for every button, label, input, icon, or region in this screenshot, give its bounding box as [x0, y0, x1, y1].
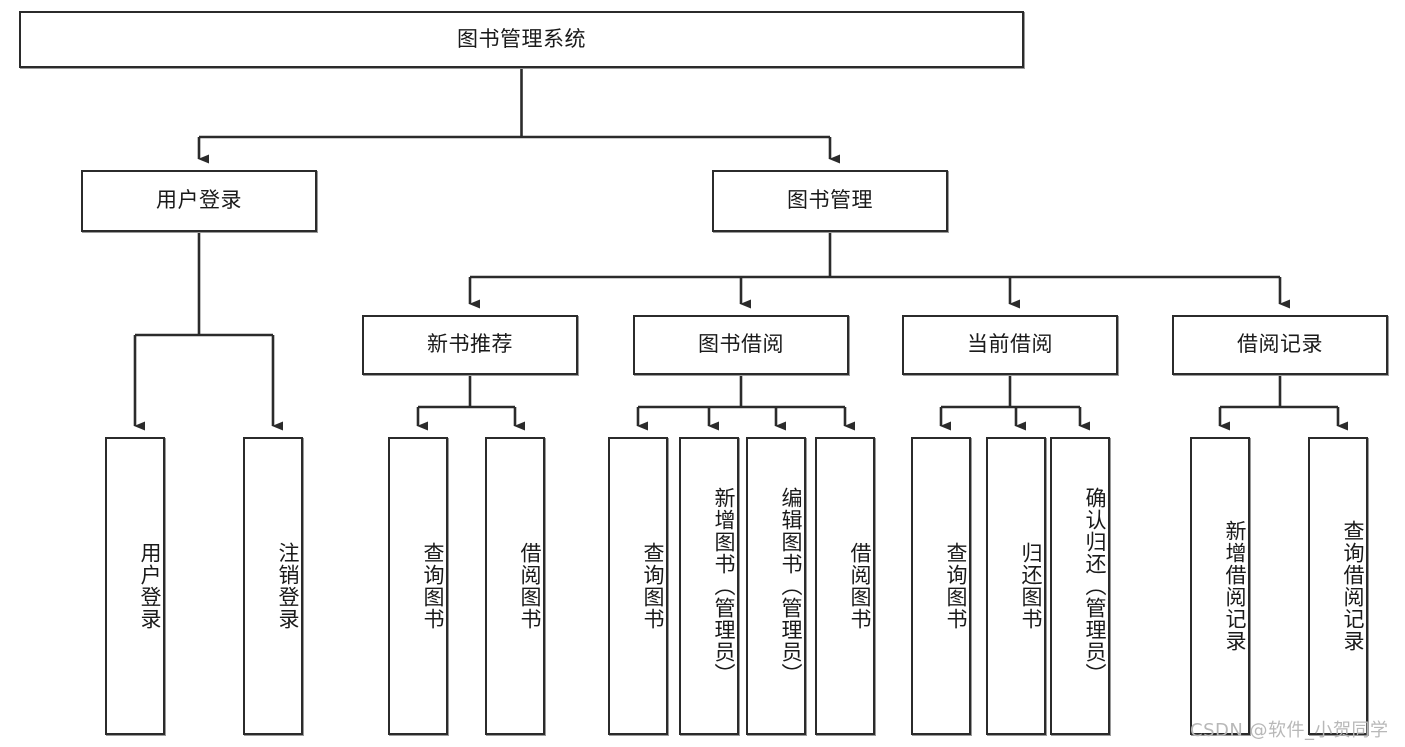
node-book-management[interactable]: 图书管理 — [712, 170, 948, 232]
node-book-borrow[interactable]: 图书借阅 — [633, 315, 849, 375]
leaf-query-book-borrow-label: 查询图书 — [641, 542, 665, 630]
leaf-confirm-return-admin[interactable]: 确认归还（管理员） — [1050, 437, 1110, 735]
node-current-borrow[interactable]: 当前借阅 — [902, 315, 1118, 375]
leaf-user-login-label: 用户登录 — [138, 542, 162, 630]
leaf-query-book-borrow[interactable]: 查询图书 — [608, 437, 668, 735]
leaf-logout-label: 注销登录 — [276, 542, 300, 630]
leaf-query-book-current[interactable]: 查询图书 — [911, 437, 971, 735]
node-user-login-label: 用户登录 — [156, 188, 242, 213]
node-borrow-record-label: 借阅记录 — [1237, 332, 1323, 357]
leaf-borrow-book[interactable]: 借阅图书 — [815, 437, 875, 735]
leaf-confirm-return-admin-label: 确认归还（管理员） — [1083, 487, 1107, 685]
leaf-user-login[interactable]: 用户登录 — [105, 437, 165, 735]
leaf-borrow-book-newbook-label: 借阅图书 — [518, 542, 542, 630]
leaf-query-borrow-record[interactable]: 查询借阅记录 — [1308, 437, 1368, 735]
node-user-login[interactable]: 用户登录 — [81, 170, 317, 232]
leaf-query-book-newbook-label: 查询图书 — [421, 542, 445, 630]
leaf-query-book-current-label: 查询图书 — [944, 542, 968, 630]
node-borrow-record[interactable]: 借阅记录 — [1172, 315, 1388, 375]
leaf-return-book[interactable]: 归还图书 — [986, 437, 1046, 735]
node-book-borrow-label: 图书借阅 — [698, 332, 784, 357]
node-new-book-recommend-label: 新书推荐 — [427, 332, 513, 357]
leaf-return-book-label: 归还图书 — [1019, 542, 1043, 630]
leaf-query-book-newbook[interactable]: 查询图书 — [388, 437, 448, 735]
leaf-edit-book-admin[interactable]: 编辑图书（管理员） — [746, 437, 806, 735]
leaf-edit-book-admin-label: 编辑图书（管理员） — [779, 487, 803, 685]
leaf-borrow-book-newbook[interactable]: 借阅图书 — [485, 437, 545, 735]
node-current-borrow-label: 当前借阅 — [967, 332, 1053, 357]
node-root-label: 图书管理系统 — [457, 26, 586, 51]
node-book-management-label: 图书管理 — [787, 188, 873, 213]
leaf-add-borrow-record[interactable]: 新增借阅记录 — [1190, 437, 1250, 735]
leaf-logout[interactable]: 注销登录 — [243, 437, 303, 735]
leaf-add-borrow-record-label: 新增借阅记录 — [1223, 520, 1247, 652]
csdn-watermark: CSDN @软件_小贺同学 — [1190, 720, 1389, 741]
leaf-borrow-book-label: 借阅图书 — [848, 542, 872, 630]
node-root[interactable]: 图书管理系统 — [19, 11, 1024, 68]
leaf-add-book-admin[interactable]: 新增图书（管理员） — [679, 437, 739, 735]
leaf-query-borrow-record-label: 查询借阅记录 — [1341, 520, 1365, 652]
node-new-book-recommend[interactable]: 新书推荐 — [362, 315, 578, 375]
leaf-add-book-admin-label: 新增图书（管理员） — [712, 487, 736, 685]
